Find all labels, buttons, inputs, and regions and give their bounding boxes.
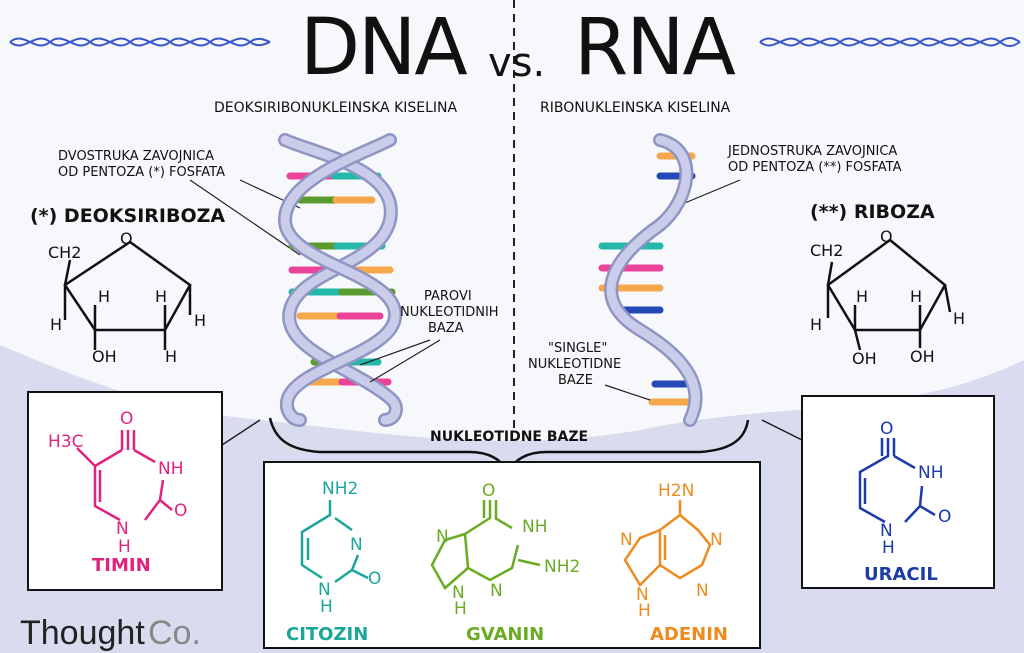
ri-o: O <box>880 227 893 246</box>
pairs-note-line3: BAZA <box>428 321 464 336</box>
rna-backbone-pointer <box>679 179 741 206</box>
title-dna: DNA <box>300 3 467 93</box>
adenin-n-2: N <box>696 581 709 601</box>
uracil-o-top: O <box>880 419 893 439</box>
rna-subtitle: RIBONUKLEINSKA KISELINA <box>540 100 731 116</box>
dri-ch2: CH2 <box>48 243 81 262</box>
single-note-line1: "SINGLE" <box>548 341 607 356</box>
deoxyribose-structure <box>63 240 192 350</box>
dna-helix <box>277 133 403 427</box>
uracil-n: N <box>880 521 893 541</box>
dri-h-1: H <box>50 315 62 334</box>
logo-thought: Thought <box>20 614 145 652</box>
timin-o-right: O <box>174 501 187 521</box>
rna-helix <box>598 133 703 427</box>
connector-left <box>221 419 261 446</box>
logo-co: Co. <box>148 614 201 652</box>
connector-right <box>761 419 803 441</box>
timin-h: H <box>118 537 131 557</box>
gvanin-o: O <box>482 481 495 501</box>
ri-h-2: H <box>856 287 868 306</box>
adenin-structure <box>623 500 712 588</box>
gvanin-name: GVANIN <box>466 624 544 645</box>
citozin-o: O <box>368 569 381 589</box>
uracil-h: H <box>882 538 895 558</box>
adenin-n-4: N <box>636 585 649 605</box>
pairs-pointer-2 <box>369 339 441 383</box>
timin-name: TIMIN <box>92 555 151 576</box>
single-note-line3: BAZE <box>558 373 593 388</box>
citozin-h: H <box>320 597 333 617</box>
dna-base-pairs <box>286 172 396 386</box>
helix-decoration-right <box>759 36 1021 48</box>
gvanin-h: H <box>454 599 467 619</box>
dri-h-2: H <box>98 287 110 306</box>
timin-h3c: H3C <box>48 432 83 452</box>
adenin-h: H <box>638 601 651 621</box>
citozin-nh2: NH2 <box>322 479 358 499</box>
gvanin-nh2: NH2 <box>544 557 580 577</box>
dri-h-4: H <box>194 311 206 330</box>
ri-oh-2: OH <box>910 347 935 366</box>
background-top <box>0 0 1024 441</box>
dri-h-5: H <box>165 347 177 366</box>
gvanin-n-3: N <box>452 583 465 603</box>
dna-subtitle: DEOKSIRIBONUKLEINSKA KISELINA <box>214 100 458 116</box>
dri-h-3: H <box>155 287 167 306</box>
timin-box <box>27 391 223 591</box>
uracil-nh: NH <box>918 463 944 483</box>
adenin-name: ADENIN <box>650 624 728 645</box>
citozin-name: CITOZIN <box>286 624 368 645</box>
timin-structure <box>76 430 173 522</box>
title-rna: RNA <box>574 3 736 93</box>
dna-sugar-title: (*) DEOKSIRIBOZA <box>30 205 225 227</box>
ri-h-4: H <box>953 309 965 328</box>
pairs-note-line1: PAROVI <box>424 289 472 304</box>
dri-oh: OH <box>92 347 117 366</box>
citozin-n-2: N <box>318 580 331 600</box>
dna-backbone-note-line1: DVOSTRUKA ZAVOJNICA <box>58 149 214 164</box>
adenin-n-1: N <box>710 530 723 550</box>
rna-sugar-title: (**) RIBOZA <box>810 201 935 223</box>
bases-label: NUKLEOTIDNE BAZE <box>430 429 588 445</box>
dri-o: O <box>120 229 133 248</box>
adenin-n-3: N <box>620 530 633 550</box>
uracil-structure <box>858 438 936 524</box>
ri-ch2: CH2 <box>810 241 843 260</box>
timin-o-top: O <box>120 409 133 429</box>
single-pointer <box>604 384 651 401</box>
timin-n: N <box>116 519 129 539</box>
uracil-name: URACIL <box>864 564 938 585</box>
ri-oh-1: OH <box>852 349 877 368</box>
gvanin-n-2: N <box>490 581 503 601</box>
pairs-note-line2: NUKLEOTIDNIH <box>400 305 499 320</box>
pairs-pointer-1 <box>359 339 431 366</box>
gvanin-nh: NH <box>522 517 548 537</box>
single-note-line2: NUKLEOTIDNE <box>528 357 621 372</box>
uracil-o-right: O <box>938 507 951 527</box>
helix-decoration-left <box>9 37 271 47</box>
bases-box <box>263 461 761 649</box>
gvanin-n-1: N <box>436 527 449 547</box>
rna-backbone-note-line2: OD PENTOZA (**) FOSFATA <box>728 160 902 175</box>
gvanin-structure <box>430 500 541 590</box>
timin-nh: NH <box>158 459 184 479</box>
title-vs: vs. <box>488 40 545 86</box>
citozin-n-1: N <box>350 535 363 555</box>
rna-backbone-note-line1: JEDNOSTRUKA ZAVOJNICA <box>727 144 897 159</box>
dna-backbone-pointer <box>189 179 301 256</box>
dna-backbone-note-line2: OD PENTOZA (*) FOSFATA <box>58 165 225 180</box>
ri-h-3: H <box>910 287 922 306</box>
adenin-h2n: H2N <box>658 481 694 501</box>
ribose-structure <box>826 238 952 351</box>
ri-h-1: H <box>810 315 822 334</box>
uracil-box <box>801 395 995 589</box>
citozin-structure <box>300 500 369 584</box>
